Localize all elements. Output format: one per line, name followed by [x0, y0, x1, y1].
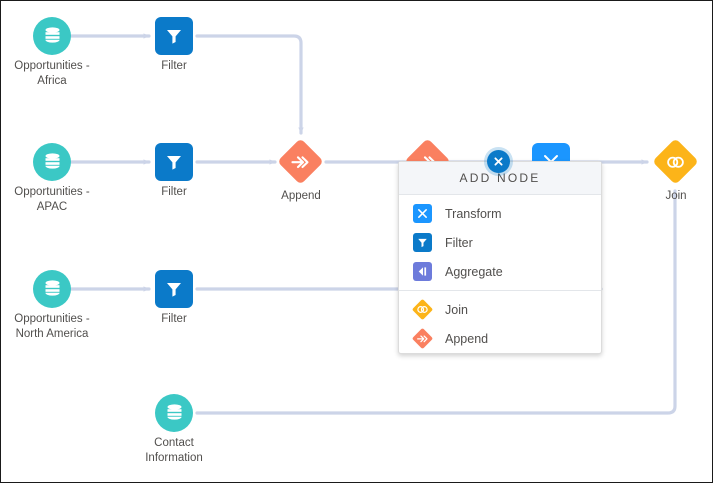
- node-label: Contact Information: [145, 437, 203, 464]
- database-icon: [33, 143, 71, 181]
- node-append[interactable]: Append: [277, 138, 324, 202]
- node-dataset-north-america[interactable]: Opportunities - North America: [14, 270, 90, 340]
- transform-icon: [413, 204, 432, 223]
- node-dataset-africa[interactable]: Opportunities - Africa: [14, 17, 90, 87]
- join-rings-icon: [652, 138, 699, 185]
- close-icon[interactable]: [487, 150, 510, 173]
- node-filter-africa[interactable]: Filter: [155, 17, 193, 72]
- menu-item-label: Append: [445, 331, 489, 346]
- funnel-icon: [155, 270, 193, 308]
- funnel-icon: [155, 143, 193, 181]
- node-label: Filter: [161, 186, 187, 198]
- menu-item-filter[interactable]: Filter: [399, 228, 601, 257]
- node-label: Join: [665, 190, 687, 202]
- funnel-icon: [155, 17, 193, 55]
- add-node-popup: ADD NODE Transform: [398, 161, 602, 354]
- menu-item-join[interactable]: Join: [399, 295, 601, 324]
- node-dataset-apac[interactable]: Opportunities - APAC: [14, 143, 90, 213]
- menu-item-label: Aggregate: [445, 264, 503, 279]
- menu-group-basic: Transform Filter: [399, 195, 601, 290]
- node-filter-north-america[interactable]: Filter: [155, 270, 193, 325]
- node-label: Append: [281, 190, 321, 202]
- node-label: Opportunities - Africa: [14, 60, 90, 87]
- node-label: Opportunities - APAC: [14, 186, 90, 213]
- node-join[interactable]: Join: [652, 138, 699, 202]
- menu-item-aggregate[interactable]: Aggregate: [399, 257, 601, 286]
- node-dataset-contact-information[interactable]: Contact Information: [145, 394, 203, 464]
- menu-group-combine: Join Append: [399, 290, 601, 357]
- menu-item-label: Join: [445, 302, 468, 317]
- node-label: Filter: [161, 313, 187, 325]
- database-icon: [33, 270, 71, 308]
- database-icon: [155, 394, 193, 432]
- menu-item-append[interactable]: Append: [399, 324, 601, 353]
- funnel-icon: [413, 233, 432, 252]
- aggregate-icon: [413, 262, 432, 281]
- node-label: Opportunities - North America: [14, 313, 90, 340]
- append-arrow-icon: [277, 138, 324, 185]
- append-arrow-icon: [411, 327, 434, 350]
- database-icon: [33, 17, 71, 55]
- menu-item-label: Transform: [445, 206, 502, 221]
- popup-title: ADD NODE: [399, 162, 601, 195]
- node-label: Filter: [161, 60, 187, 72]
- join-rings-icon: [411, 298, 434, 321]
- node-filter-apac[interactable]: Filter: [155, 143, 193, 198]
- menu-item-label: Filter: [445, 235, 473, 250]
- menu-item-transform[interactable]: Transform: [399, 199, 601, 228]
